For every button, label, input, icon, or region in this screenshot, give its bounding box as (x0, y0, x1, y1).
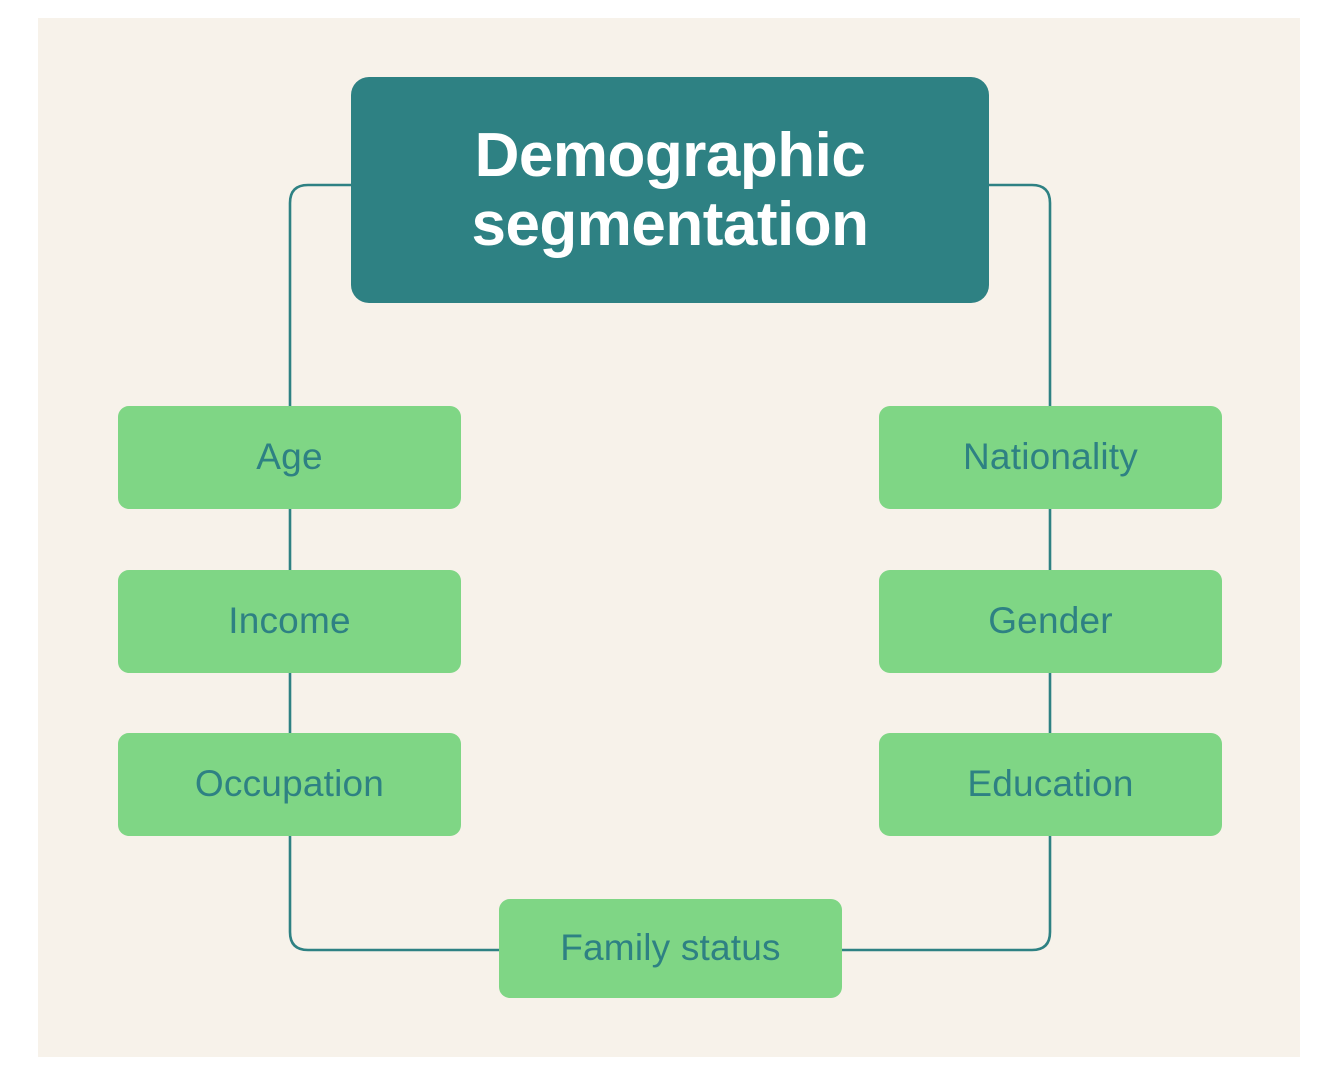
node-family-status-label: Family status (560, 927, 781, 969)
node-gender[interactable]: Gender (879, 570, 1222, 673)
node-age[interactable]: Age (118, 406, 461, 509)
node-education-label: Education (967, 763, 1134, 805)
node-income-label: Income (228, 600, 351, 642)
root-node-label-line-1: Demographic (474, 120, 866, 190)
root-node-label-group: Demographic segmentation (471, 120, 869, 260)
node-gender-label: Gender (988, 600, 1113, 642)
node-occupation[interactable]: Occupation (118, 733, 461, 836)
root-node-demographic-segmentation[interactable]: Demographic segmentation (351, 77, 989, 303)
node-nationality[interactable]: Nationality (879, 406, 1222, 509)
node-nationality-label: Nationality (963, 436, 1138, 478)
node-family-status[interactable]: Family status (499, 899, 842, 998)
node-income[interactable]: Income (118, 570, 461, 673)
node-occupation-label: Occupation (194, 763, 385, 805)
node-age-label: Age (256, 436, 323, 478)
node-education[interactable]: Education (879, 733, 1222, 836)
root-node-label-line-2: segmentation (471, 190, 869, 259)
